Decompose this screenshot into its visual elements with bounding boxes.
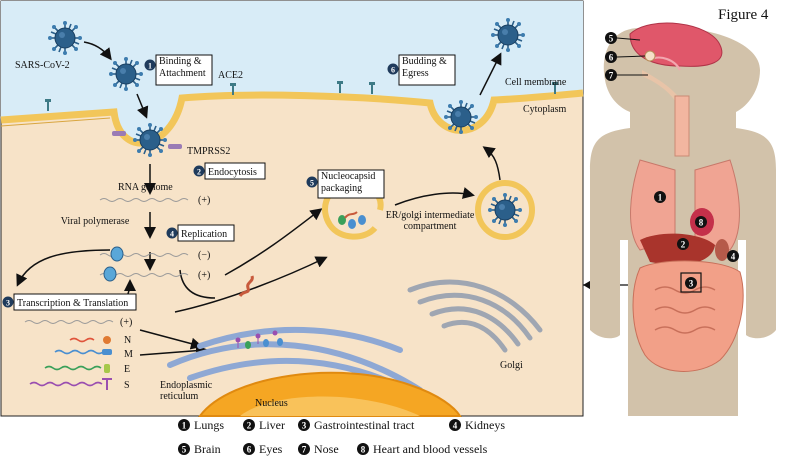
legend-item-heart: 8 Heart and blood vessels <box>357 442 488 456</box>
cytoplasm-label: Cytoplasm <box>523 104 567 115</box>
svg-text:4: 4 <box>731 252 736 262</box>
er-golgi-fo: ER/golgi intermediate compartment <box>385 210 475 232</box>
legend-item-brain: 5 Brain <box>178 442 221 456</box>
step-1: 1 Binding & Attachment <box>144 54 213 86</box>
er-golgi-vesicle <box>475 180 535 240</box>
svg-text:2: 2 <box>247 421 252 431</box>
svg-text:Liver: Liver <box>259 418 285 432</box>
step-1-label: Binding & Attachment <box>159 56 206 79</box>
protein-e: E <box>124 364 130 375</box>
virus-label: SARS-CoV-2 <box>15 60 70 71</box>
strand-plus-3: (+) <box>120 317 132 328</box>
svg-text:2: 2 <box>681 240 686 250</box>
svg-text:Heart and blood vessels: Heart and blood vessels <box>373 442 488 456</box>
cell-membrane <box>0 89 584 147</box>
legend-item-gi-tract: 3 Gastrointestinal tract <box>298 418 415 432</box>
subgenomic-mrnas <box>29 337 104 387</box>
step-4-label: Replication <box>181 229 227 240</box>
viral-polymerase-label: Viral polymerase <box>60 216 130 227</box>
legend-item-eyes: 6 Eyes <box>243 442 283 456</box>
ace2-label: ACE2 <box>218 70 243 81</box>
tmprss2-label: TMPRSS2 <box>187 146 230 157</box>
nucleus-label: Nucleus <box>255 398 288 409</box>
protein-n: N <box>124 335 131 346</box>
svg-text:7: 7 <box>609 71 614 81</box>
er-golgi-label: ER/golgi intermediate compartment <box>385 210 475 232</box>
step-2: 2 Endocytosis <box>193 162 266 180</box>
strand-minus: (−) <box>198 250 210 261</box>
step-5-label: Nucleocapsid packaging <box>321 171 376 194</box>
er-fo: Endoplasmic reticulum <box>160 380 213 402</box>
svg-text:6: 6 <box>391 66 395 75</box>
legend-item-nose: 7 Nose <box>298 442 339 456</box>
er-proteins <box>235 330 283 349</box>
svg-text:5: 5 <box>609 34 614 44</box>
protein-m: M <box>124 349 133 360</box>
svg-text:3: 3 <box>6 299 10 308</box>
svg-text:Lungs: Lungs <box>194 418 224 432</box>
step-6: 6 Budding & Egress <box>387 54 456 86</box>
svg-text:Eyes: Eyes <box>259 442 283 456</box>
tmprss2-protease <box>112 131 182 149</box>
membrane-label: Cell membrane <box>505 77 567 88</box>
process-arrows <box>16 41 502 357</box>
legend-item-lungs: 1 Lungs <box>178 418 224 432</box>
nucleocapsid-rna <box>238 275 254 297</box>
rna-genome-label: RNA genome <box>118 182 173 193</box>
organ-markers: 5 6 7 1 8 2 4 3 <box>605 32 739 289</box>
svg-text:3: 3 <box>689 279 694 289</box>
human-body-illustration <box>590 22 776 416</box>
viral-polymerase-fo: Viral polymerase <box>60 216 130 227</box>
step-4: 4 Replication <box>166 224 235 242</box>
golgi-label: Golgi <box>500 360 523 371</box>
svg-text:3: 3 <box>302 421 307 431</box>
svg-text:5: 5 <box>182 445 187 455</box>
svg-text:2: 2 <box>197 168 201 177</box>
svg-text:4: 4 <box>453 421 458 431</box>
svg-text:1: 1 <box>182 421 187 431</box>
strand-plus-1: (+) <box>198 195 210 206</box>
er-label: Endoplasmic reticulum <box>160 380 213 402</box>
svg-text:Brain: Brain <box>194 442 221 456</box>
cell-labels: SARS-CoV-2 ACE2 TMPRSS2 Cell membrane Cy… <box>15 60 567 409</box>
svg-text:6: 6 <box>609 53 614 63</box>
svg-text:Gastrointestinal tract: Gastrointestinal tract <box>314 418 415 432</box>
svg-text:6: 6 <box>247 445 252 455</box>
svg-text:5: 5 <box>310 179 314 188</box>
step-6-label: Budding & Egress <box>402 56 447 79</box>
svg-text:7: 7 <box>302 445 307 455</box>
svg-text:8: 8 <box>699 218 704 228</box>
figure-label: Figure 4 <box>718 7 769 23</box>
svg-text:4: 4 <box>170 230 174 239</box>
strand-plus-2: (+) <box>198 270 210 281</box>
protein-s: S <box>124 380 130 391</box>
protein-icons <box>102 336 112 390</box>
legend-item-kidneys: 4 Kidneys <box>449 418 505 432</box>
svg-text:8: 8 <box>361 445 366 455</box>
polymerase <box>103 246 124 282</box>
step-5: 5 Nucleocapsid packaging <box>306 169 385 199</box>
svg-text:1: 1 <box>658 193 663 203</box>
organ-legend: 1 Lungs 2 Liver 3 Gastrointestinal tract… <box>178 418 505 456</box>
step-2-label: Endocytosis <box>208 167 257 178</box>
legend-item-liver: 2 Liver <box>243 418 285 432</box>
step-3-label: Transcription & Translation <box>17 298 128 309</box>
step-3: 3 Transcription & Translation <box>2 293 137 311</box>
svg-text:1: 1 <box>148 62 152 71</box>
golgi-apparatus <box>407 279 543 353</box>
svg-text:Kidneys: Kidneys <box>465 418 505 432</box>
svg-text:Nose: Nose <box>314 442 339 456</box>
